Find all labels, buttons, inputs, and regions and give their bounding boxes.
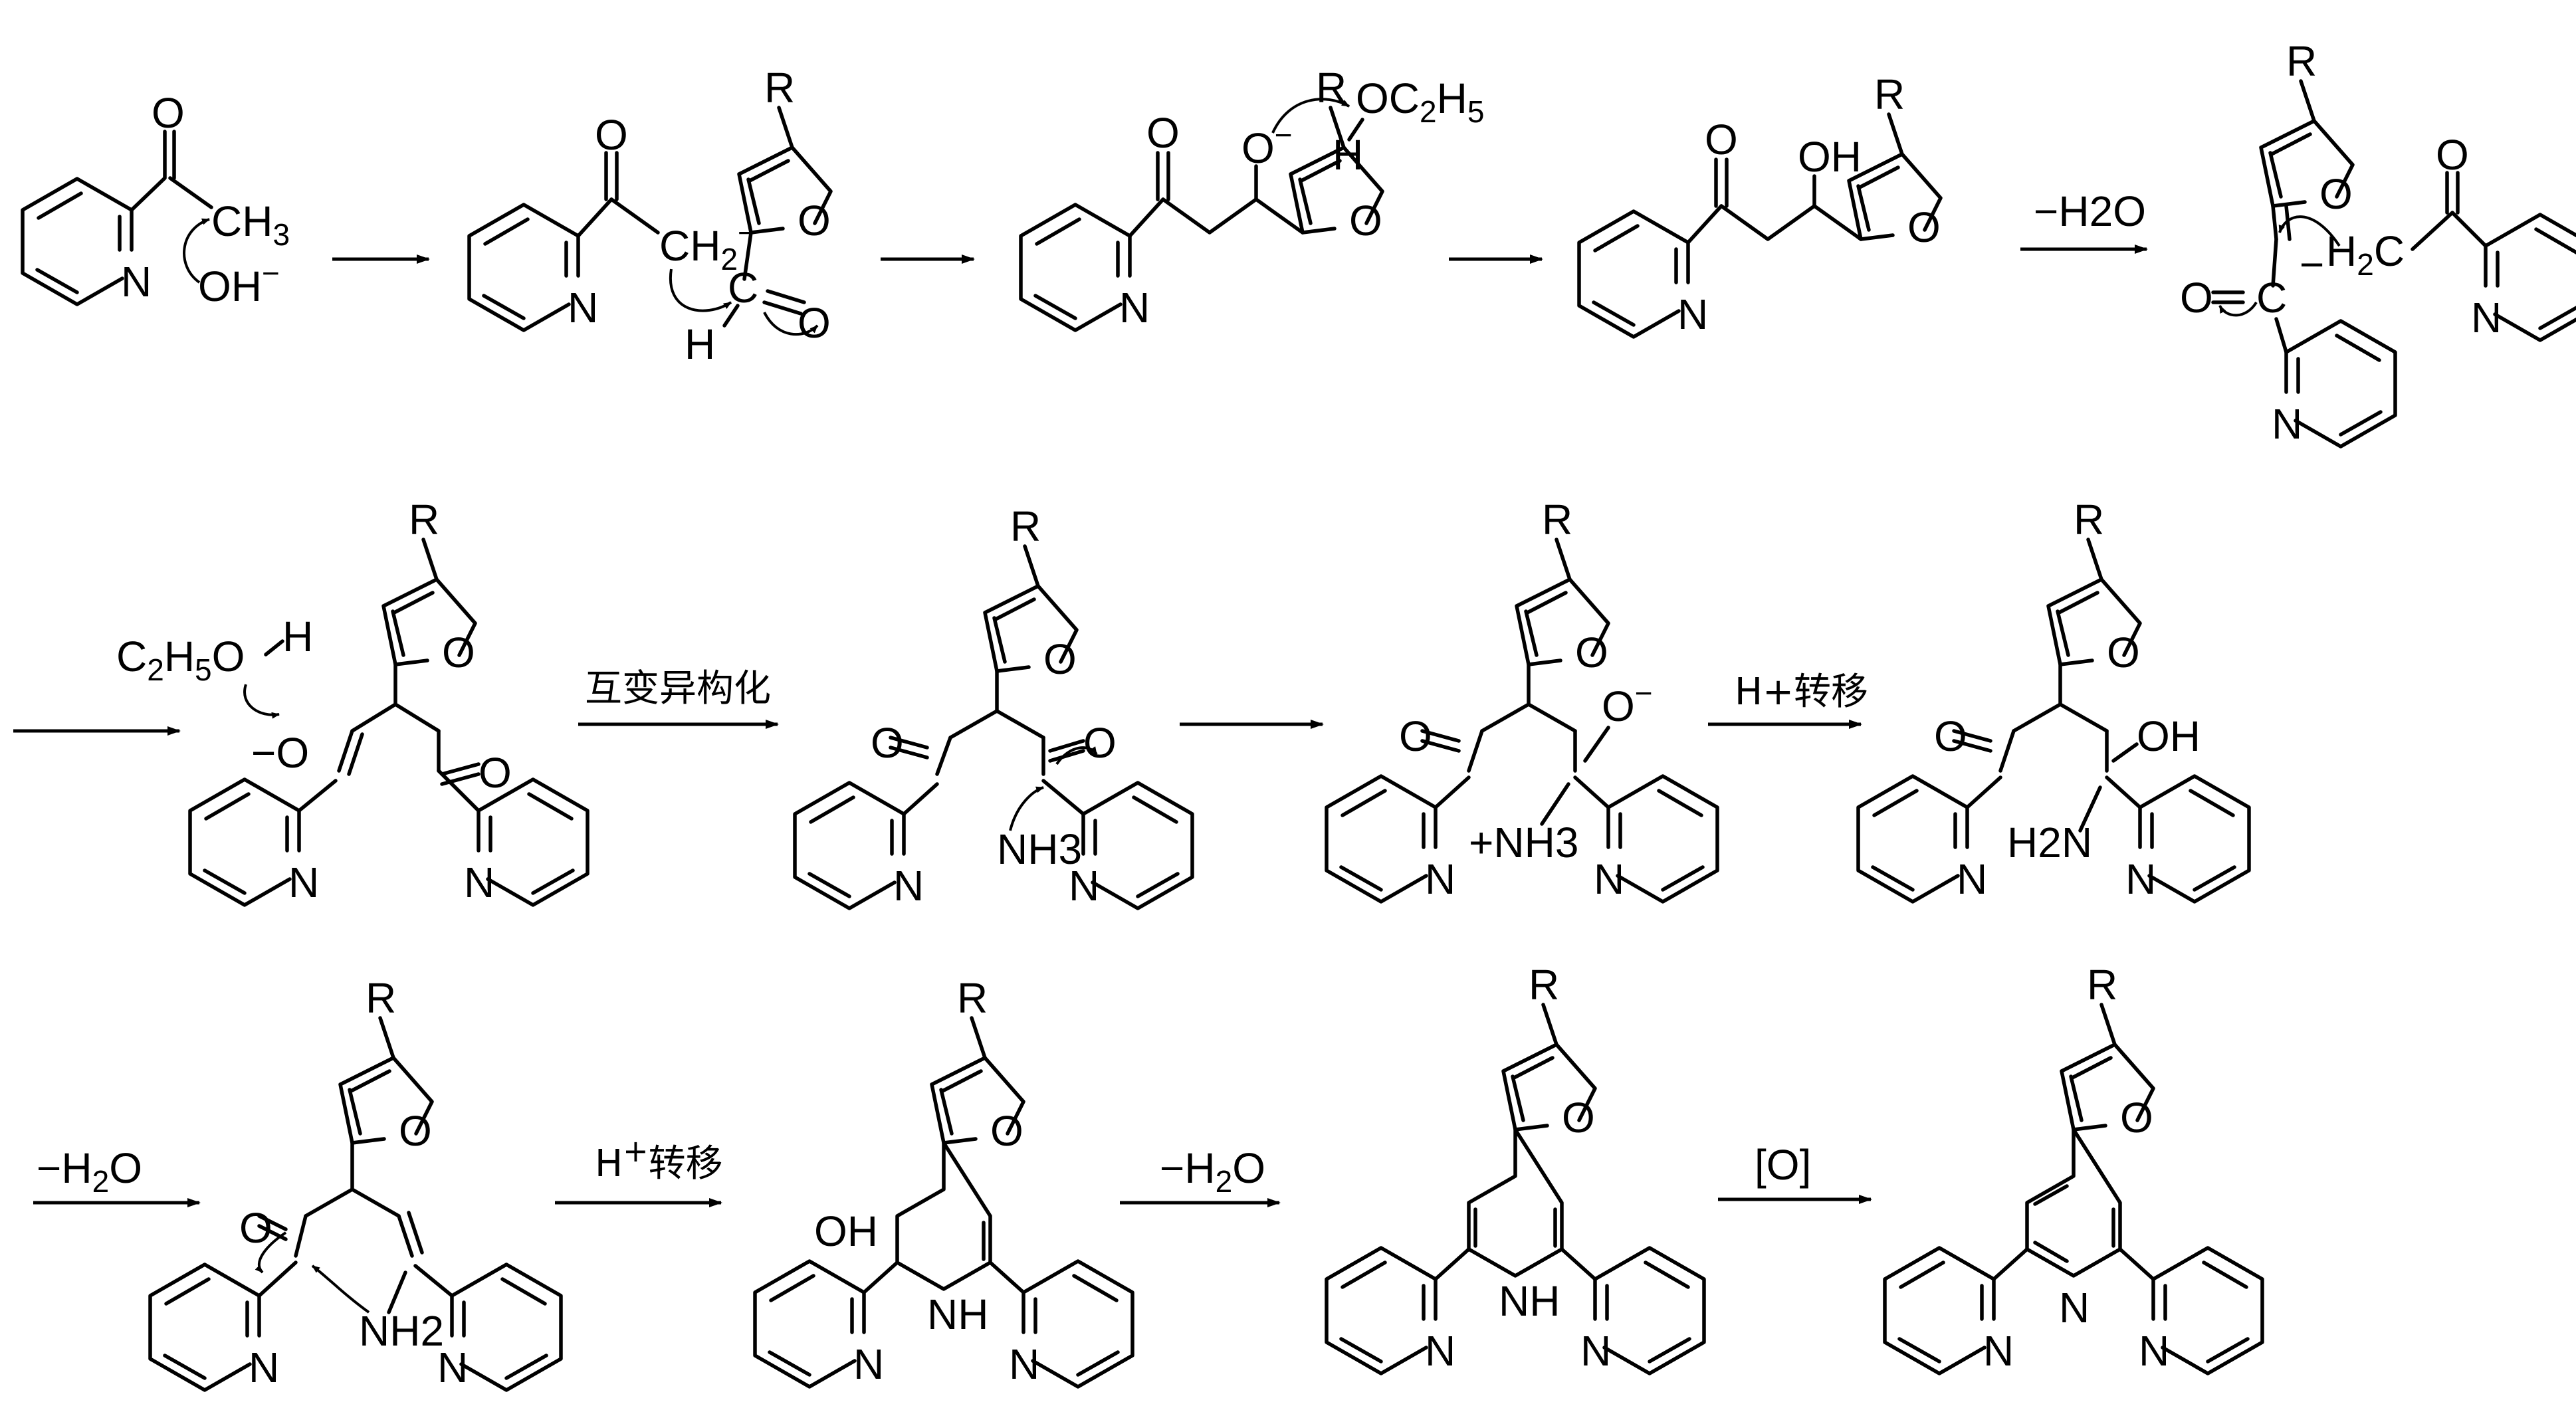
svg-text:OH: OH [1798, 133, 1862, 181]
svg-text:C: C [728, 264, 758, 312]
svg-text:+NH3: +NH3 [1469, 819, 1578, 866]
molecule-enolate-furfural: O CH2− C O H [469, 64, 831, 368]
condition-proton-transfer-1: H+转移 [1735, 670, 1868, 714]
svg-text:O: O [871, 719, 904, 767]
condition-dehydration-3: −H2O [1160, 1144, 1265, 1199]
molecule-acetylpyridine: O CH3 OH− [23, 89, 290, 310]
svg-text:O: O [239, 1204, 272, 1252]
molecule-aldol-product: O OH [1579, 70, 1941, 338]
svg-text:O: O [479, 749, 512, 797]
svg-text:OC2H5: OC2H5 [1356, 74, 1484, 129]
svg-text:O: O [595, 111, 628, 159]
molecule-enolate-diketone: C2H5O H −O O [116, 496, 588, 906]
svg-text:O−: O− [1602, 676, 1653, 730]
molecule-dihydropyridine: NH [1327, 961, 1704, 1375]
svg-text:H2N: H2N [2007, 819, 2092, 866]
condition-oxidation: [O] [1755, 1141, 1811, 1189]
molecule-enone-michael: C O − H2C O [2180, 37, 2576, 448]
svg-text:−: − [2300, 241, 2324, 288]
molecule-zwitterion: O O− +NH3 [1327, 496, 1717, 903]
svg-text:NH3: NH3 [997, 825, 1082, 873]
condition-proton-transfer-2: H+转移 [595, 1133, 723, 1185]
svg-text:OH−: OH− [198, 256, 280, 310]
svg-text:H: H [282, 613, 313, 660]
svg-text:C2H5O: C2H5O [116, 633, 245, 687]
condition-dehydration-2: −H2O [37, 1144, 142, 1199]
svg-text:C: C [2256, 274, 2287, 322]
svg-text:O: O [152, 89, 185, 137]
svg-text:O: O [2180, 274, 2213, 322]
svg-text:O: O [1399, 712, 1432, 760]
svg-text:O−: O− [1241, 118, 1293, 172]
svg-text:O: O [1083, 719, 1117, 767]
molecule-hemiaminal: O OH H2N [1858, 496, 2249, 903]
molecule-cyclic-carbinolamine: OH NH [755, 974, 1132, 1388]
svg-text:H: H [685, 320, 715, 368]
svg-text:OH: OH [2137, 712, 2200, 760]
molecule-alkoxide: O O− H OC2H5 [1021, 64, 1484, 332]
svg-text:CH3: CH3 [211, 197, 290, 252]
svg-text:NH2: NH2 [359, 1307, 444, 1355]
molecule-diketone-ammonia: O O NH3 [795, 502, 1192, 910]
svg-text:O: O [798, 299, 831, 347]
svg-text:OH: OH [814, 1207, 878, 1255]
svg-text:O: O [1146, 109, 1180, 157]
svg-text:O: O [2436, 131, 2469, 179]
molecule-enamine: O NH2 [150, 974, 561, 1391]
svg-text:O: O [1934, 712, 1967, 760]
condition-tautomerization: 互变异构化 [585, 667, 771, 710]
svg-text:H: H [1333, 131, 1363, 179]
svg-text:H2C: H2C [2326, 227, 2405, 282]
svg-text:−O: −O [251, 729, 309, 777]
svg-text:N: N [2059, 1284, 2090, 1332]
molecule-terpyridine-product: N [1885, 961, 2262, 1375]
svg-text:O: O [1705, 116, 1738, 163]
svg-text:NH: NH [927, 1290, 988, 1338]
condition-dehydration-1: −H2O [2034, 187, 2146, 235]
svg-text:NH: NH [1499, 1277, 1560, 1325]
